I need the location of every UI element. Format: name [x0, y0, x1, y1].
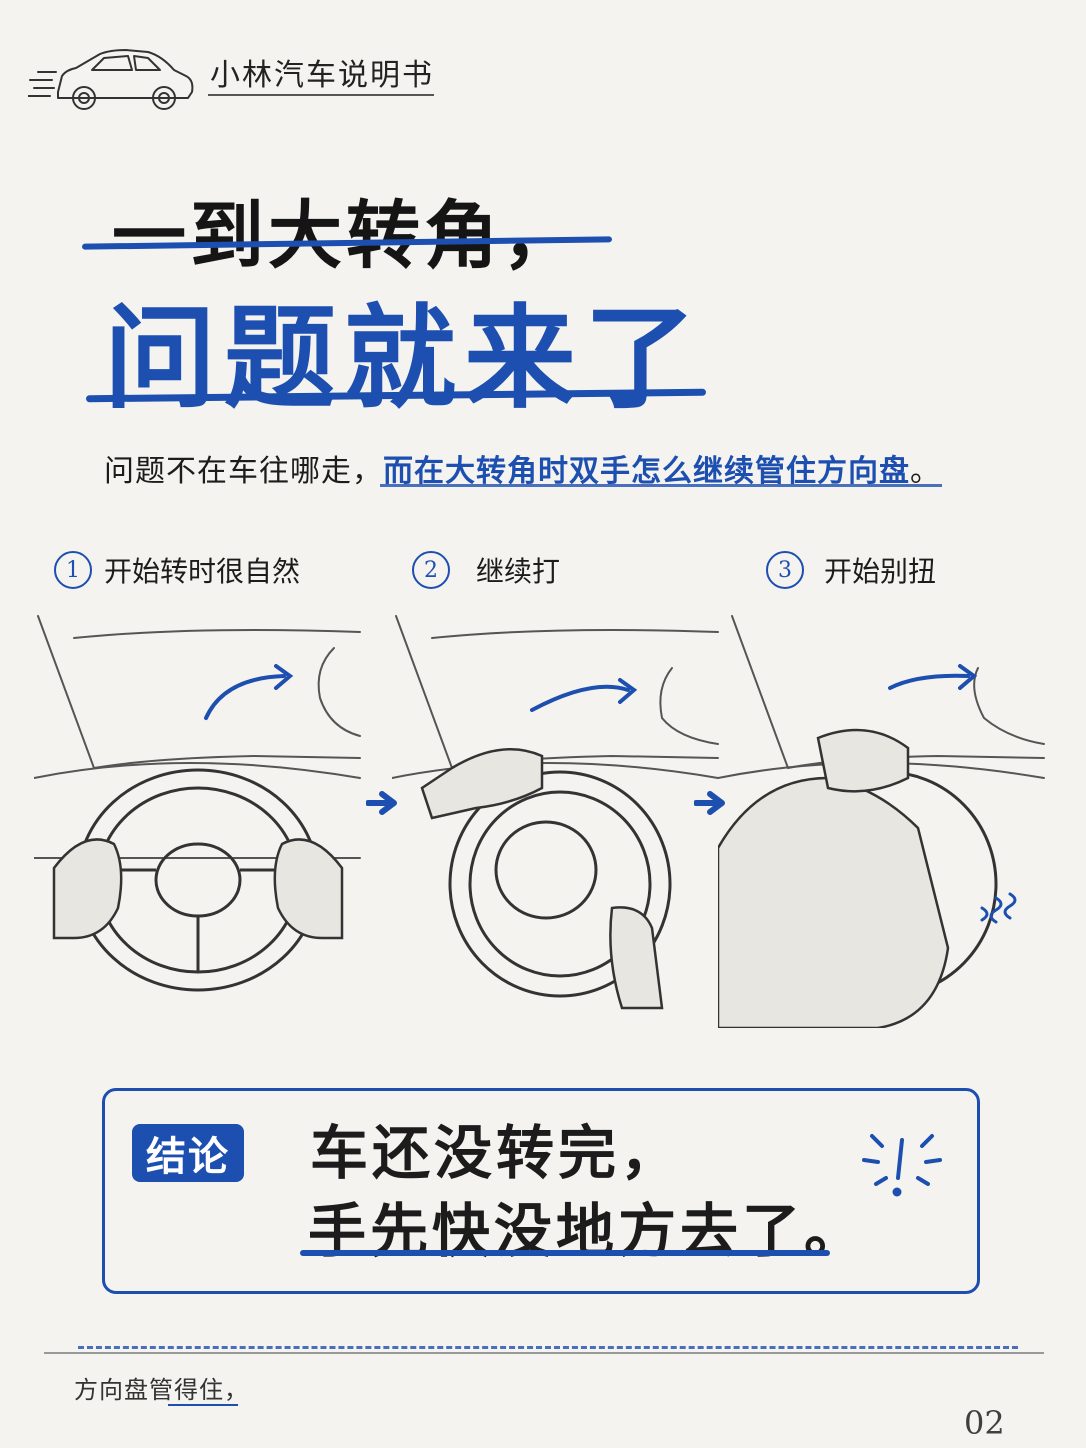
footer-divider [44, 1352, 1044, 1354]
arrow-right-icon-2 [694, 791, 725, 815]
subtitle-plain: 问题不在车往哪走， [104, 454, 383, 489]
brand-name: 小林汽车说明书 [210, 58, 434, 93]
step-2-illustration [391, 608, 720, 1334]
conclusion-underline [300, 1250, 830, 1256]
section-divider [78, 1346, 1018, 1349]
step-3-label: 3 开始别扭 [766, 550, 936, 590]
title-line-2: 问题就来了 [104, 294, 704, 424]
subtitle-end: 。 [910, 454, 941, 489]
step-3-text: 开始别扭 [824, 555, 937, 588]
step-2-text: 继续打 [476, 555, 561, 588]
footer-text: 方向盘管得住， [74, 1376, 249, 1404]
conclusion-box [102, 1088, 980, 1294]
steering-wheel-sketch-3 [716, 615, 1045, 1030]
steering-wheel-sketch-2 [391, 615, 719, 1010]
subtitle-highlight: 而在大转角时双手怎么继续管住方向盘 [383, 454, 910, 489]
steering-wheel-sketch-1 [33, 615, 361, 992]
step-2-number: 2 [412, 551, 450, 589]
step-1-number: 1 [54, 551, 92, 589]
arrow-right-icon-1 [366, 791, 397, 815]
subtitle-underline [380, 484, 942, 487]
conclusion-line-1: 车还没转完， [310, 1119, 683, 1187]
footer-underline [168, 1404, 238, 1406]
exclamation-icon [862, 1134, 942, 1197]
step-3-number: 3 [766, 551, 804, 589]
car-sketch-icon [28, 49, 194, 110]
step-1-label: 1 开始转时很自然 [54, 550, 300, 590]
page-number: 02 [964, 1404, 1005, 1442]
title-line-1: 一到大转角， [112, 193, 580, 279]
brand-underline [208, 94, 434, 96]
step-3-illustration [716, 608, 1046, 1334]
step-2-label: 2 继续打 [412, 550, 560, 590]
subtitle: 问题不在车往哪走，而在大转角时双手怎么继续管住方向盘。 [104, 446, 941, 490]
step-1-illustration [33, 608, 362, 1334]
step-1-text: 开始转时很自然 [104, 555, 301, 588]
conclusion-badge: 结论 [132, 1124, 244, 1182]
